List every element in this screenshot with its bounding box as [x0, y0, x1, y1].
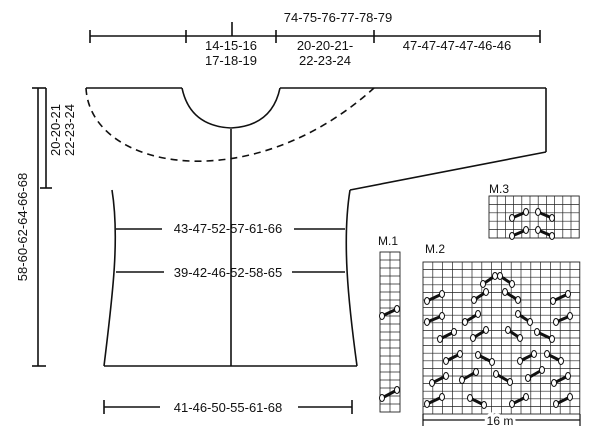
- m2-grid: [422, 261, 581, 415]
- cable-symbol-icon: [493, 370, 513, 386]
- cable-symbol-icon: [424, 393, 445, 408]
- cable-symbol-icon: [475, 351, 495, 366]
- cable-symbol-icon: [525, 366, 545, 382]
- cable-symbol-icon: [535, 226, 555, 240]
- cable-symbol-icon: [480, 272, 498, 288]
- cable-symbol-icon: [462, 310, 481, 326]
- sleeve-underarm: [349, 151, 547, 191]
- shoulder-width-label-line1: 20-20-21-: [297, 38, 353, 53]
- cable-symbol-icon: [429, 372, 449, 387]
- chart-m3: M.3: [488, 182, 580, 240]
- top-measurement: 74-75-76-77-78-79 14-15-16 17-18-19 20-2…: [89, 10, 541, 68]
- m3-label: M.3: [489, 182, 509, 196]
- cable-symbol-icon: [553, 312, 573, 326]
- cable-symbol-icon: [535, 208, 555, 222]
- body-right-side: [345, 189, 358, 367]
- cable-symbol-icon: [379, 305, 400, 320]
- cable-symbol-icon: [509, 393, 529, 408]
- waist-width-label: 39-42-46-52-58-65: [174, 265, 282, 280]
- left-measurement: 58-60-62-64-66-68 20-20-21 22-23-24: [15, 87, 77, 367]
- chart-m2: M.2 16 m: [422, 242, 581, 431]
- cable-symbol-icon: [517, 350, 537, 365]
- neck-width-label-line1: 14-15-16: [205, 38, 257, 53]
- cable-symbol-icon: [497, 272, 515, 288]
- body-left-side: [103, 189, 117, 367]
- cable-symbol-icon: [534, 328, 555, 343]
- yoke-depth-label-line1: 20-20-21: [48, 104, 63, 156]
- cable-symbol-icon: [459, 368, 479, 384]
- bottom-measurement: 41-46-50-55-61-68: [103, 400, 353, 415]
- cable-symbol-icon: [502, 288, 521, 304]
- cable-symbol-icon: [550, 290, 571, 305]
- cable-symbol-icon: [553, 393, 573, 408]
- cable-symbol-icon: [379, 386, 400, 402]
- chart-m1: M.1: [378, 234, 401, 413]
- yoke-curve: [85, 87, 375, 162]
- yoke-depth-label-line2: 22-23-24: [62, 104, 77, 156]
- cable-symbol-icon: [470, 326, 489, 342]
- total-width-label: 74-75-76-77-78-79: [284, 10, 392, 25]
- bottom-width-label: 41-46-50-55-61-68: [174, 400, 282, 415]
- cable-symbol-icon: [467, 394, 487, 409]
- shoulder-width-label-line2: 22-23-24: [299, 53, 351, 68]
- cable-symbol-icon: [471, 288, 489, 304]
- neck-width-label-line2: 17-18-19: [205, 53, 257, 68]
- m1-label: M.1: [378, 234, 398, 248]
- cable-symbol-icon: [551, 372, 571, 387]
- cable-symbol-icon: [544, 350, 564, 365]
- m1-grid: [379, 251, 401, 413]
- cable-symbol-icon: [509, 226, 529, 240]
- sleeve-length-label: 47-47-47-47-46-46: [403, 38, 511, 53]
- cable-symbol-icon: [505, 326, 523, 342]
- cable-symbol-icon: [515, 310, 533, 326]
- cable-symbol-icon: [437, 328, 457, 343]
- m3-grid: [488, 195, 580, 239]
- neckline: [181, 87, 281, 129]
- cable-symbol-icon: [424, 312, 445, 326]
- upper-body-width-label: 43-47-52-57-61-66: [174, 221, 282, 236]
- m2-label: M.2: [425, 242, 445, 256]
- cable-symbol-icon: [509, 208, 529, 222]
- total-length-label: 58-60-62-64-66-68: [15, 173, 30, 281]
- garment-outline: 43-47-52-57-61-66 39-42-46-52-58-65: [85, 87, 547, 367]
- m2-width-label: 16 m: [487, 414, 514, 428]
- cable-symbol-icon: [443, 350, 463, 365]
- cable-symbol-icon: [424, 290, 445, 305]
